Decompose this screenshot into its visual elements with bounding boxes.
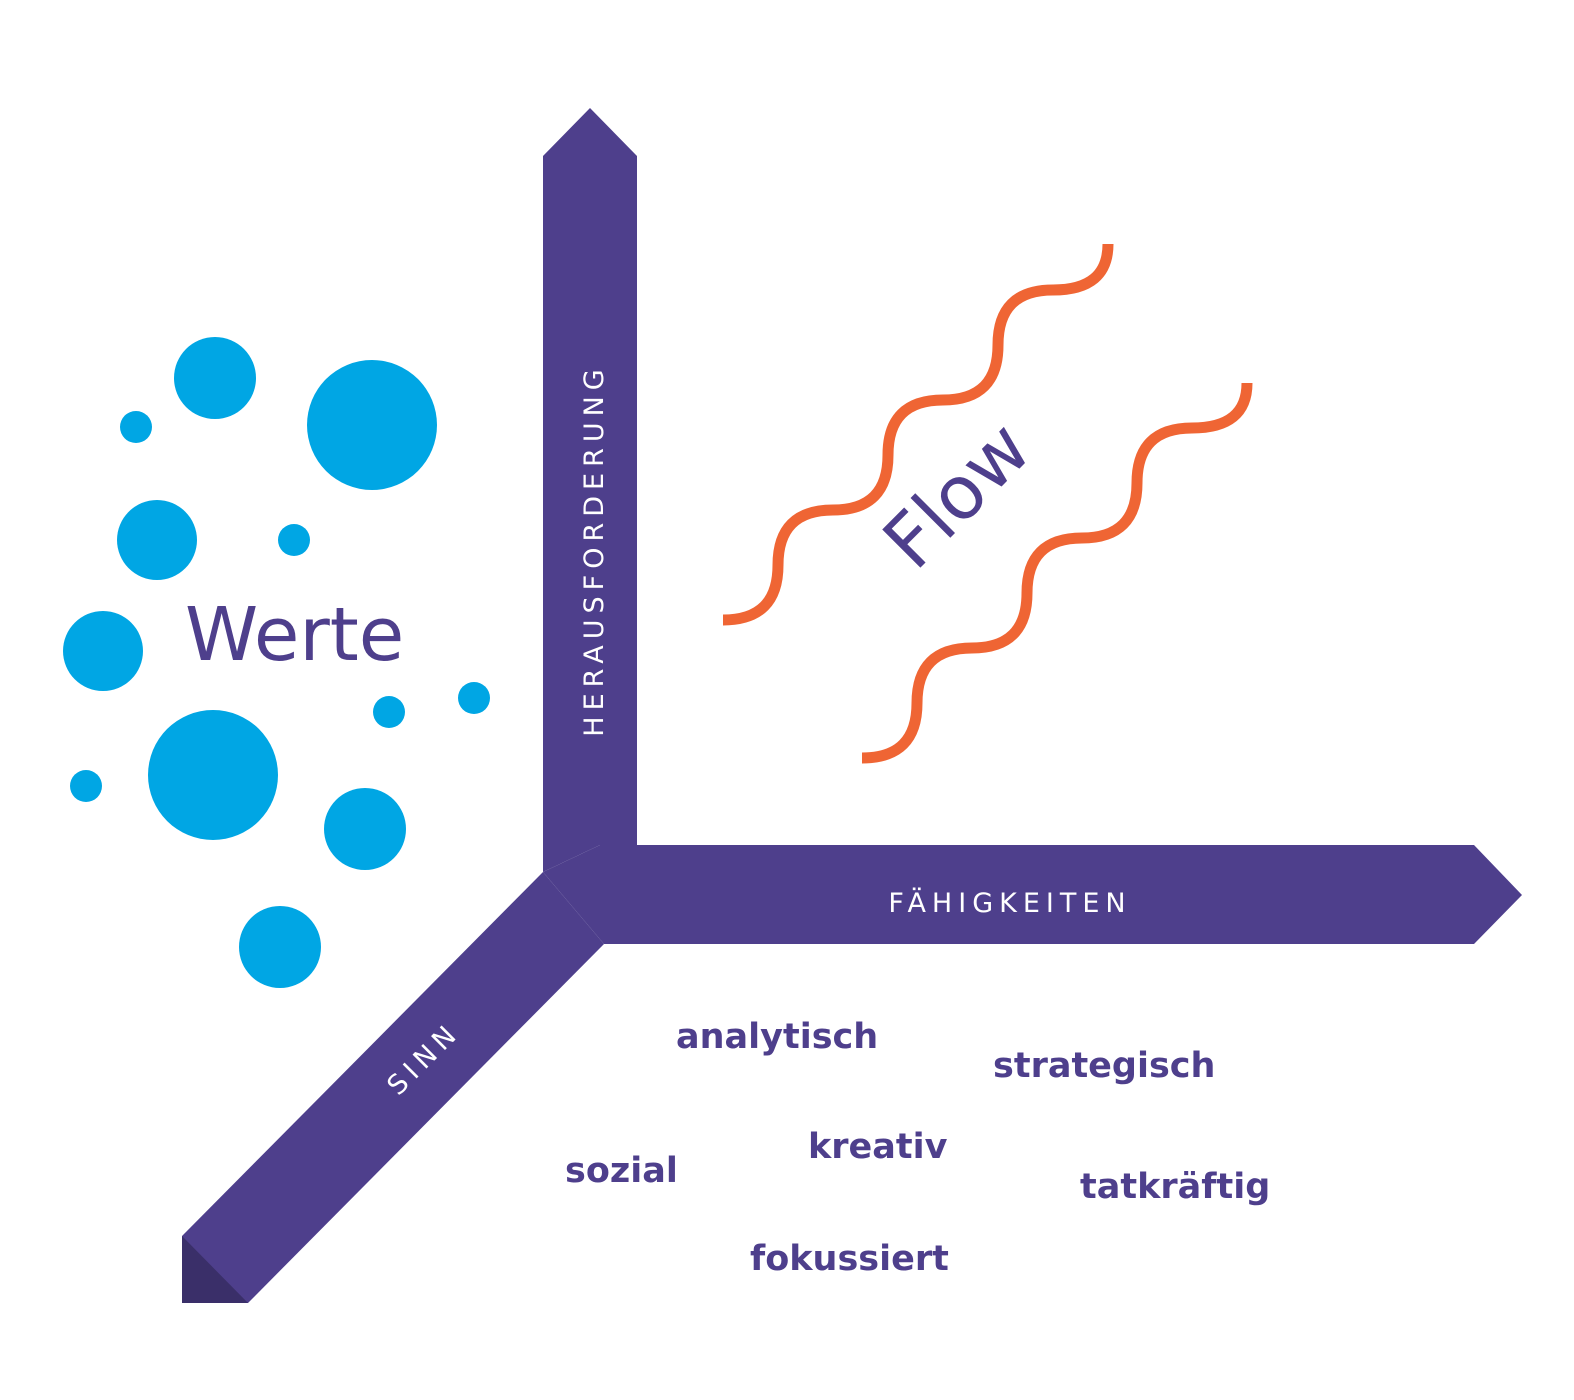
values-dots <box>63 337 490 988</box>
value-dot <box>278 524 310 556</box>
value-dot <box>63 611 143 691</box>
values-label: Werte <box>185 592 404 678</box>
diagonal-axis-arrow-tip-shade <box>182 1236 248 1303</box>
value-dot <box>70 770 102 802</box>
flow-wave-lower <box>861 382 1253 764</box>
value-dot <box>174 337 256 419</box>
value-dot <box>239 906 321 988</box>
value-dot <box>117 500 197 580</box>
skill-kreativ: kreativ <box>808 1127 948 1167</box>
value-dot <box>120 411 152 443</box>
axes <box>182 108 1522 1303</box>
value-dot <box>373 696 405 728</box>
skills-group: analytisch strategisch kreativ sozial ta… <box>565 1017 1270 1279</box>
vertical-axis-arrow <box>543 108 637 872</box>
axis-label-herausforderung: HERAUSFORDERUNG <box>579 363 610 736</box>
skill-analytisch: analytisch <box>676 1017 878 1057</box>
diagonal-axis-arrow <box>182 872 604 1303</box>
skill-tatkraeftig: tatkräftig <box>1080 1167 1270 1207</box>
horizontal-axis-arrow <box>543 845 1522 944</box>
value-dot <box>307 360 437 490</box>
flow-waves <box>722 243 1253 764</box>
skill-strategisch: strategisch <box>993 1046 1215 1086</box>
skill-fokussiert: fokussiert <box>750 1239 949 1279</box>
value-dot <box>458 682 490 714</box>
skill-sozial: sozial <box>565 1151 678 1191</box>
axis-label-faehigkeiten: FÄHIGKEITEN <box>888 887 1131 919</box>
flow-wave-upper <box>722 243 1114 626</box>
value-dot <box>324 788 406 870</box>
value-dot <box>148 710 278 840</box>
